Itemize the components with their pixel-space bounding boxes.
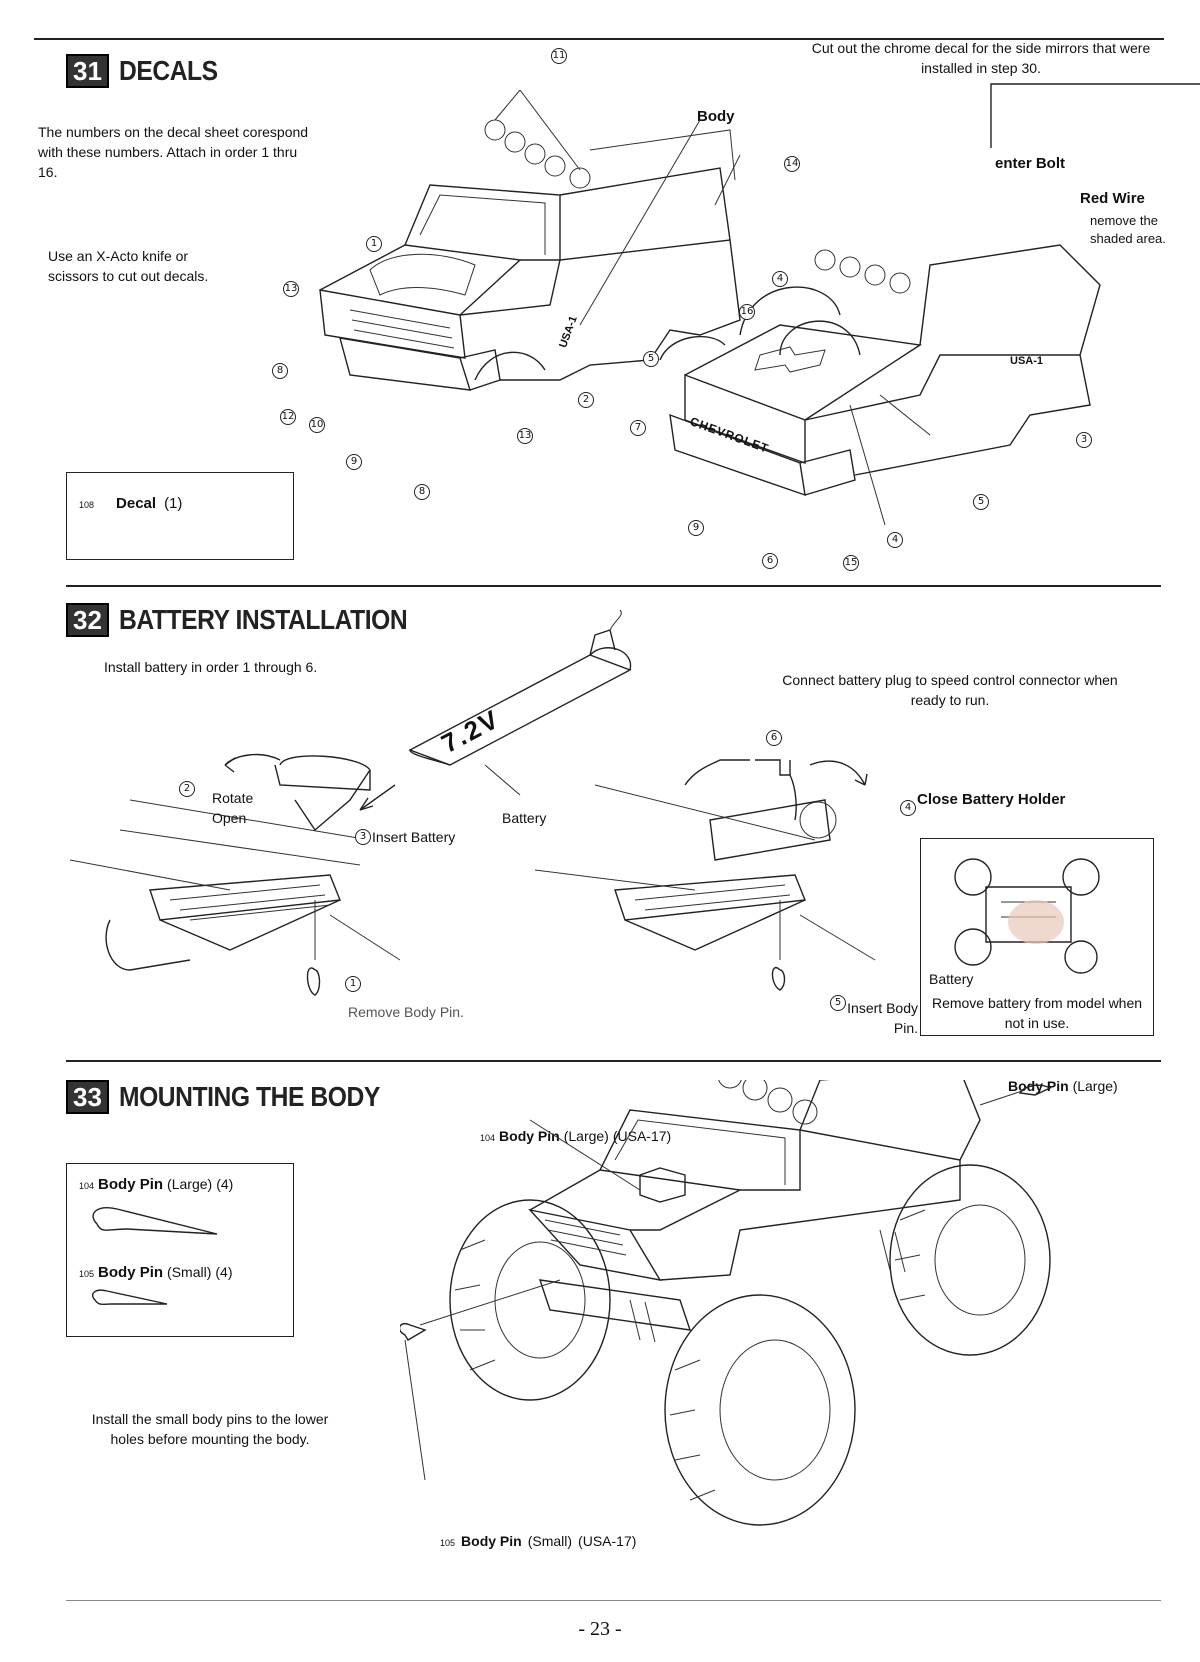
partial-label-wire: Red Wire (1080, 190, 1145, 207)
top-rule (34, 38, 1164, 40)
callout-step-5: 5 (830, 995, 846, 1011)
callout-step-3: 3 (355, 829, 371, 845)
step-32-title: BATTERY INSTALLATION (118, 604, 408, 635)
insert-battery-label: Insert Battery (372, 829, 456, 845)
callout-13b: 13 (517, 428, 533, 444)
monster-truck-illustration (400, 1080, 1052, 1526)
rotate-open-label: Rotate Open (212, 790, 254, 826)
step-32-heading: 32 BATTERY INSTALLATION (66, 603, 446, 637)
insert-body-pin-label: Insert Body Pin. (847, 1000, 918, 1036)
decal-part-line: 108 Decal (1) (79, 495, 182, 512)
page-number: - 23 - (578, 1618, 622, 1640)
callout-11: 11 (551, 48, 567, 64)
battery-removal-inset: Battery Remove battery from model when n… (920, 838, 1154, 1036)
step-31-tip: Use an X-Acto knife or scissors to cut o… (48, 248, 209, 284)
label-body-pin-small-name: Body Pin (461, 1533, 522, 1549)
callout-step-1: 1 (345, 976, 361, 992)
bottom-rule (66, 1600, 1161, 1601)
body-pin-large-line: 104 Body Pin (Large) (4) (79, 1176, 233, 1193)
label-body-pin-large-name: Body Pin (499, 1128, 560, 1144)
callout-5b: 5 (973, 494, 989, 510)
body-pin-small-qty: (4) (215, 1264, 233, 1280)
callout-7: 7 (630, 420, 646, 436)
callout-8b: 8 (414, 484, 430, 500)
section-divider-31-32 (66, 585, 1161, 587)
close-battery-holder-label: Close Battery Holder (917, 791, 1066, 808)
callout-2: 2 (578, 392, 594, 408)
truck-upside-down-illustration (954, 858, 1100, 974)
step-31-number: 31 (66, 54, 109, 88)
body-label: Body (697, 108, 735, 125)
callout-16: 16 (739, 304, 755, 320)
callout-1: 1 (366, 236, 382, 252)
chrome-decal-note: Cut out the chrome decal for the side mi… (811, 40, 1151, 76)
step-32-intro: Install battery in order 1 through 6. (104, 659, 318, 675)
body-pin-small-size: (Small) (167, 1264, 212, 1280)
step-33-parts-box: 104 Body Pin (Large) (4) 105 Body Pin (S… (66, 1163, 294, 1337)
decal-part-number: 108 (79, 500, 95, 510)
label-body-pin-small-code: (USA-17) (578, 1533, 637, 1549)
step-33-heading: 33 MOUNTING THE BODY (66, 1080, 415, 1114)
step-31-intro: The numbers on the decal sheet corespond… (38, 124, 309, 180)
partial-inset-frame (990, 83, 1200, 148)
callout-5a: 5 (643, 351, 659, 367)
inset-battery-label: Battery (929, 971, 974, 987)
callout-15: 15 (843, 555, 859, 571)
partial-label-shaded: nemove the shaded area. (1090, 213, 1166, 246)
callout-10: 10 (309, 417, 325, 433)
body-pin-large-label: Body Pin (98, 1176, 164, 1193)
callout-step-6: 6 (766, 730, 782, 746)
callout-14: 14 (784, 156, 800, 172)
label-body-pin-large-no: 104 (480, 1133, 496, 1143)
callout-9b: 9 (688, 520, 704, 536)
label-body-pin-large: 104 Body Pin (Large) (USA-17) (480, 1128, 671, 1144)
partial-label-bolt: enter Bolt (995, 155, 1066, 172)
truck-rear-decal-illustration (669, 244, 1101, 526)
body-pin-small-icon (91, 1289, 168, 1306)
inset-remove-note: Remove battery from model when not in us… (931, 995, 1143, 1031)
decal-part-qty: (1) (164, 495, 183, 512)
truck-front-decal-illustration (319, 90, 741, 391)
body-pin-large-number: 104 (79, 1181, 95, 1191)
chassis-battery-open-illustration (70, 753, 401, 996)
step-32-number: 32 (66, 603, 109, 637)
callout-step-2: 2 (179, 781, 195, 797)
callout-13a: 13 (283, 281, 299, 297)
label-body-pin-small-size: (Small) (527, 1533, 573, 1549)
callout-4a: 4 (772, 271, 788, 287)
section-divider-32-33 (66, 1060, 1161, 1062)
label-body-pin-small-no: 105 (440, 1538, 456, 1548)
body-pin-small-number: 105 (79, 1269, 95, 1279)
callout-step-4: 4 (900, 800, 916, 816)
step-33-title: MOUNTING THE BODY (118, 1081, 380, 1112)
decal-part-label: Decal (116, 495, 157, 512)
callout-4b: 4 (887, 532, 903, 548)
remove-body-pin-label: Remove Body Pin. (348, 1004, 464, 1020)
body-pin-large-qty: (4) (216, 1176, 234, 1192)
body-pin-large-size: (Large) (167, 1176, 213, 1192)
step-33-number: 33 (66, 1080, 109, 1114)
callout-9a: 9 (346, 454, 362, 470)
step-33-note: Install the small body pins to the lower… (91, 1411, 329, 1447)
callout-12: 12 (280, 409, 296, 425)
body-pin-large-icon (92, 1207, 218, 1235)
step-31-heading: 31 DECALS (66, 54, 231, 88)
step-31-parts-box: 108 Decal (1) (66, 472, 294, 560)
label-body-pin-large-code: (USA-17) (612, 1128, 672, 1144)
body-pin-small-label: Body Pin (98, 1264, 164, 1281)
chassis-battery-closed-illustration (535, 759, 876, 991)
callout-8a: 8 (272, 363, 288, 379)
usa1-rear-decal-text: USA-1 (1010, 355, 1044, 367)
callout-6: 6 (762, 553, 778, 569)
label-body-pin-small: 105 Body Pin (Small) (USA-17) (440, 1533, 636, 1549)
connect-plug-note: Connect battery plug to speed control co… (782, 672, 1118, 708)
body-pin-small-line: 105 Body Pin (Small) (4) (79, 1264, 233, 1281)
battery-label: Battery (502, 810, 547, 826)
callout-3: 3 (1076, 432, 1092, 448)
label-body-pin-large-top-size: (Large) (1072, 1078, 1118, 1094)
label-body-pin-large-size: (Large) (563, 1128, 609, 1144)
battery-pack-illustration (408, 610, 632, 796)
step-31-title: DECALS (118, 55, 218, 86)
